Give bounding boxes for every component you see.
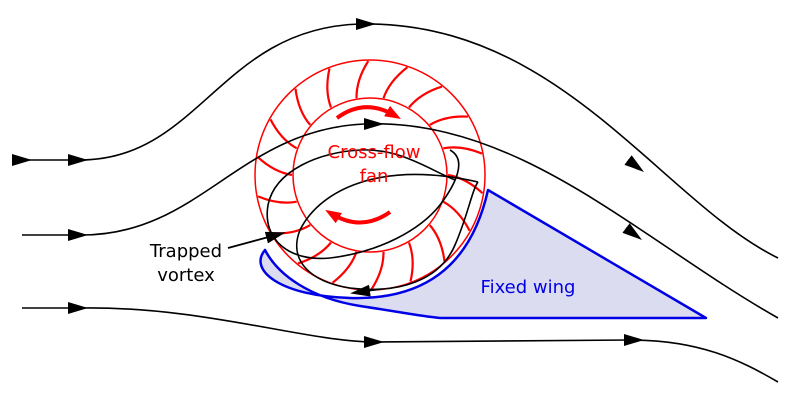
fan-blade — [428, 224, 446, 262]
fan-blade — [408, 85, 443, 109]
streamline-top — [12, 23, 779, 259]
fixed-wing — [259, 188, 708, 320]
fan-blade — [443, 146, 483, 155]
fan-blade — [331, 251, 358, 284]
wing-label: Fixed wing — [481, 277, 576, 298]
rotation-arrow-top — [335, 105, 401, 120]
vortex-label-line2: vortex — [157, 265, 215, 286]
fan-blade — [272, 224, 311, 235]
fan-blade — [442, 200, 471, 232]
fan-blade — [382, 66, 409, 99]
rotation-arrow-bottom — [325, 209, 392, 225]
fan-blades — [256, 60, 484, 290]
fan-blade — [269, 118, 298, 150]
fan-blade — [429, 115, 468, 126]
fan-blade — [257, 195, 297, 204]
streamline-top-arrow3 — [624, 155, 644, 172]
fan-blade — [297, 241, 332, 265]
fan-blade — [370, 251, 385, 290]
fan-blade — [407, 242, 414, 282]
fan-blade — [355, 60, 370, 99]
vortex-streamline — [295, 173, 479, 291]
fan-blade — [447, 173, 484, 195]
fan-label-line1: Cross-flow — [328, 142, 421, 163]
fan-blade — [256, 155, 293, 177]
fan-inner-ring — [292, 97, 448, 253]
vortex-label-line1: Trapped — [149, 241, 222, 262]
fan-blade — [294, 88, 312, 126]
vortex-arrow — [350, 284, 383, 297]
fan-blade — [326, 68, 333, 108]
streamlines — [12, 18, 779, 383]
streamline-middle-arrow3 — [622, 223, 642, 240]
streamline-bottom — [22, 307, 779, 383]
fan-label-line2: fan — [360, 166, 389, 187]
trapped-vortex-pointer — [227, 231, 286, 249]
